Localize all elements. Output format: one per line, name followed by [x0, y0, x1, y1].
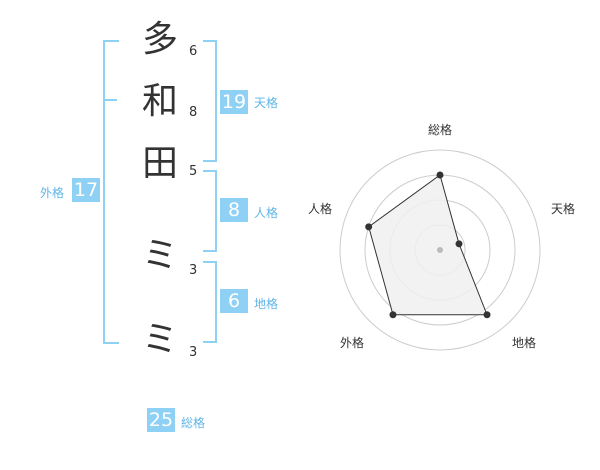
radar-point-3	[483, 311, 491, 319]
gaikaku-label: 外格	[40, 186, 65, 200]
gaikaku-score: 17	[72, 178, 100, 202]
radar-point-4	[389, 311, 397, 319]
radar-point-2	[455, 240, 463, 248]
chikaku-label: 地格	[254, 297, 279, 311]
chikaku-score: 6	[220, 289, 248, 313]
stroke-count-5: 3	[189, 345, 198, 360]
jinkaku-score: 8	[220, 198, 248, 222]
stroke-count-2: 8	[189, 105, 198, 120]
radar-ring	[339, 149, 541, 351]
radar-point-1	[436, 171, 444, 179]
chikaku-bracket	[203, 261, 217, 343]
radar-center-dot	[437, 247, 443, 253]
radar-label-soukaku: 総格	[428, 122, 452, 137]
name-char-4: ミ	[141, 235, 178, 276]
radar-label-chikaku: 地格	[512, 335, 536, 350]
tenkaku-label: 天格	[254, 96, 279, 110]
stroke-count-1: 6	[189, 44, 198, 59]
stroke-count-4: 3	[189, 263, 198, 278]
name-char-1: 多	[141, 19, 178, 60]
name-char-5: ミ	[141, 319, 178, 360]
jinkaku-bracket	[203, 170, 217, 252]
gaikaku-bracket	[103, 40, 119, 344]
radar-points	[365, 171, 491, 319]
tenkaku-bracket	[203, 40, 217, 162]
jinkaku-label: 人格	[254, 206, 279, 220]
soukaku-score: 25	[147, 408, 175, 432]
tenkaku-score: 19	[220, 90, 248, 114]
radar-point-5	[365, 223, 373, 231]
radar-polygon	[368, 174, 488, 316]
stroke-count-3: 5	[189, 164, 198, 179]
soukaku-label: 総格	[181, 416, 206, 430]
radar-label-gaikaku: 外格	[340, 335, 364, 350]
radar-label-jinkaku: 人格	[308, 201, 332, 216]
radar-label-tenkaku: 天格	[551, 201, 575, 216]
name-char-3: 田	[141, 143, 178, 184]
gaikaku-bracket-notch	[105, 99, 117, 101]
name-char-2: 和	[141, 81, 178, 122]
